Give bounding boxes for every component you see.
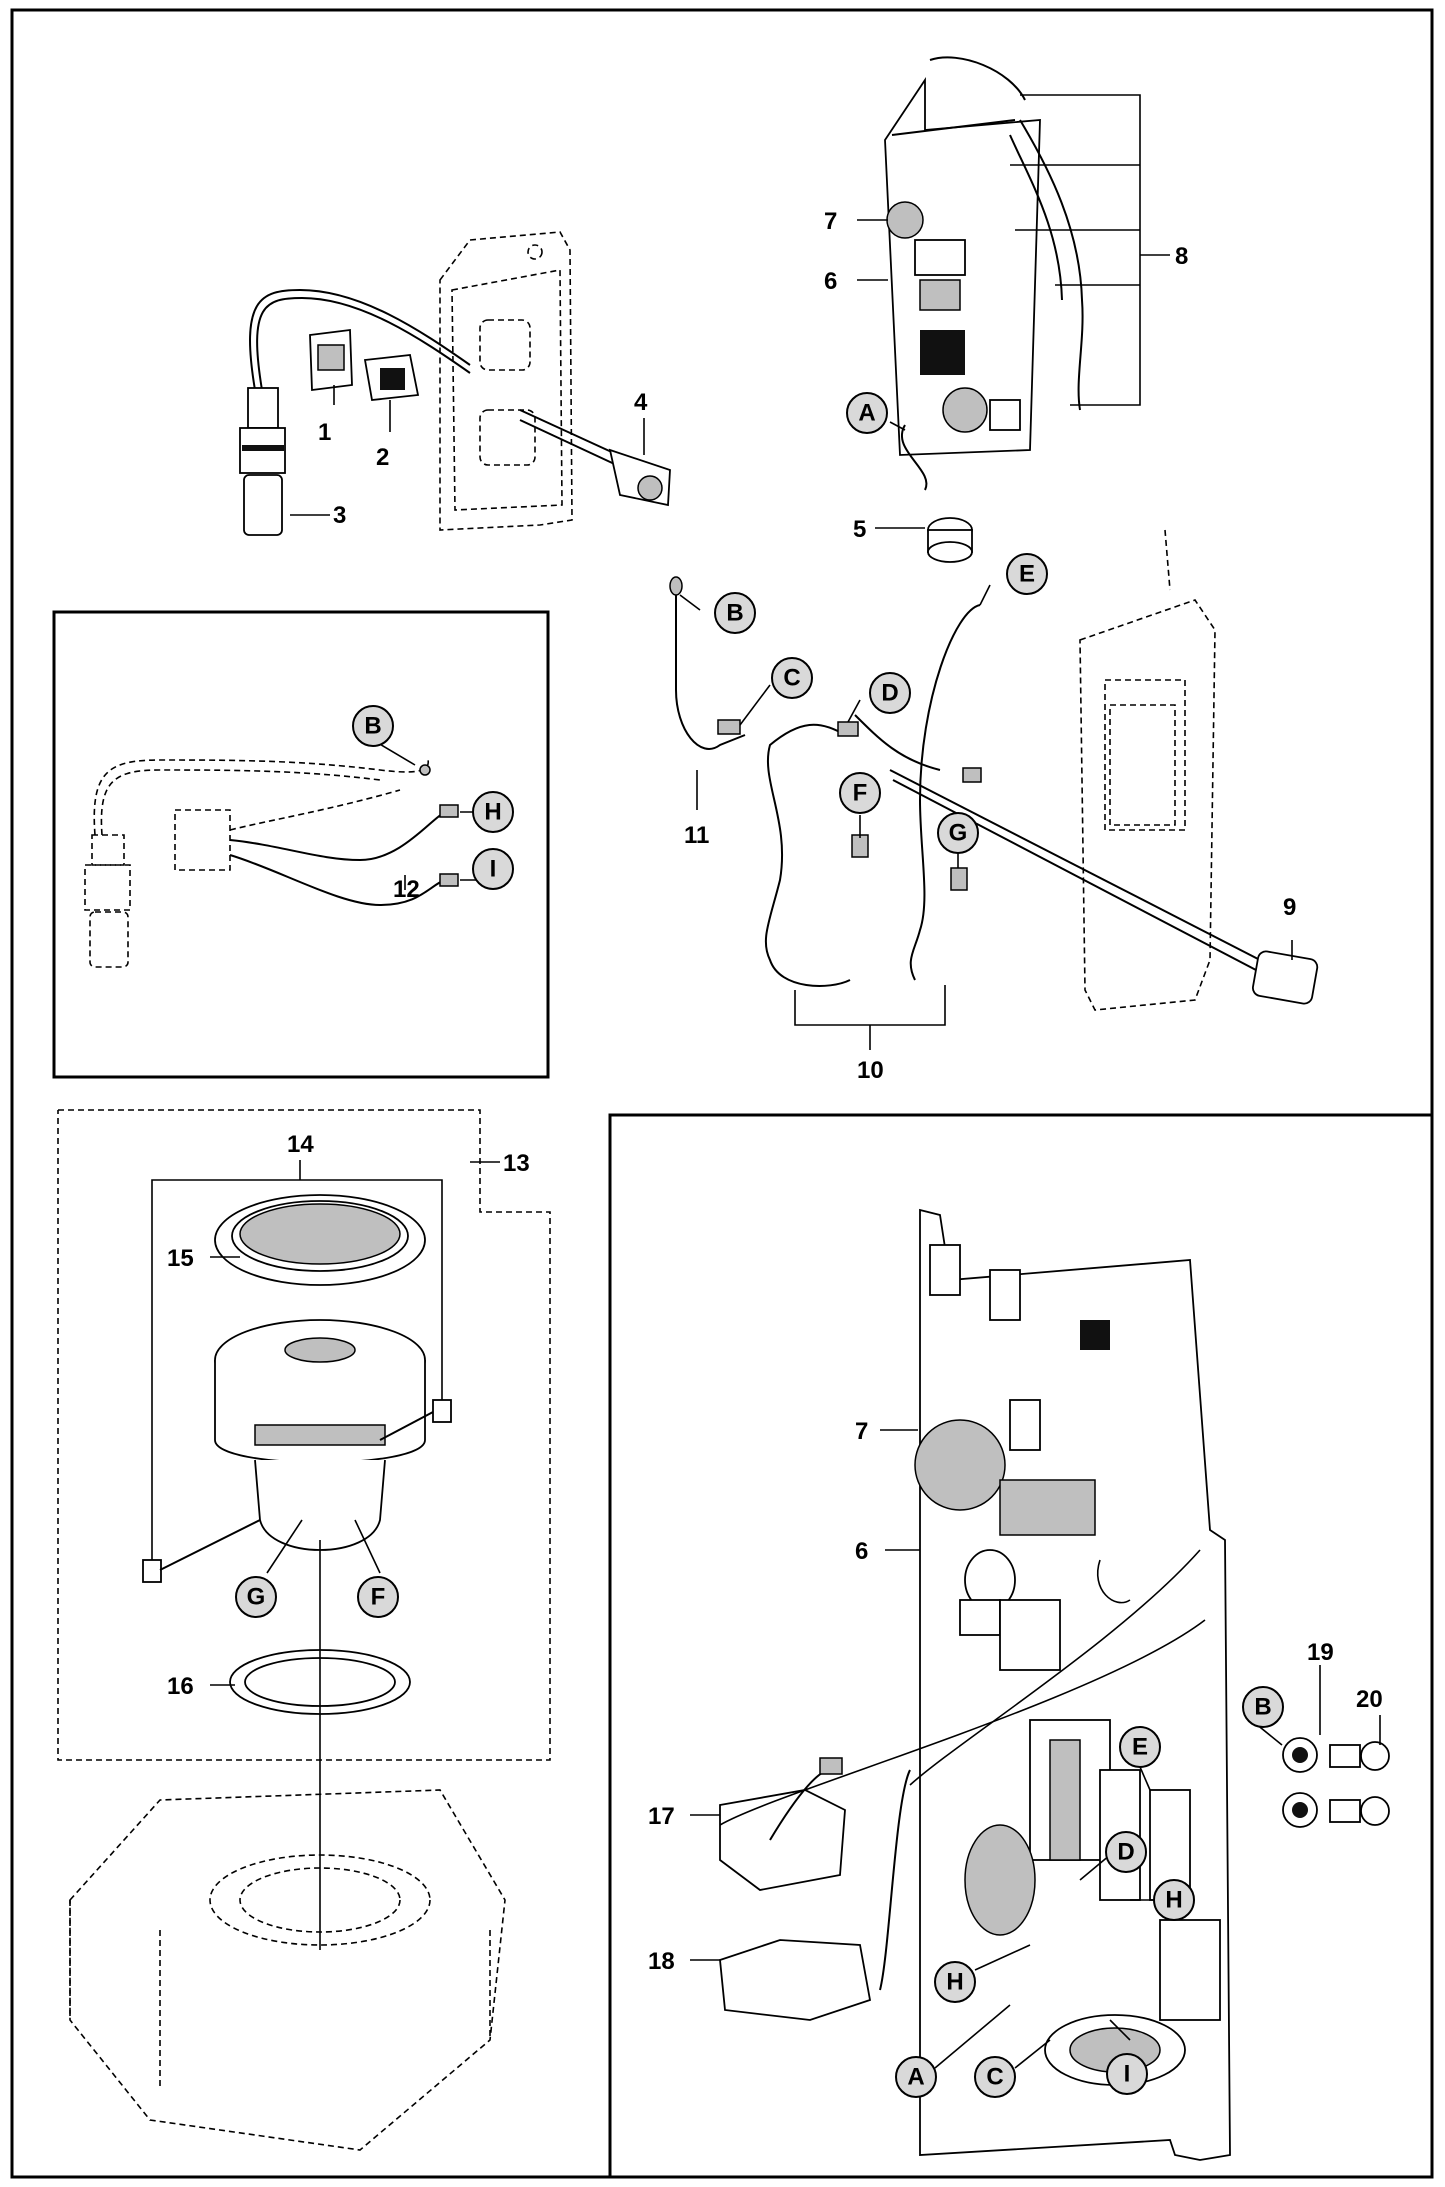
callout-a-top — [846, 392, 888, 434]
callout-i-controller-text: I — [1124, 2061, 1131, 2088]
callout-a-controller — [895, 2056, 937, 2098]
label-part-19: 19 — [1307, 1639, 1334, 1666]
inset-box-controller — [608, 1113, 1432, 2177]
callout-c-controller-text: C — [986, 2064, 1003, 2091]
label-part-20: 20 — [1356, 1686, 1383, 1713]
callout-f-motor — [357, 1576, 399, 1618]
callout-h-controller-left-text: H — [946, 1969, 963, 1996]
label-part-12: 12 — [393, 876, 420, 903]
label-part-15: 15 — [167, 1245, 194, 1272]
label-part-11: 11 — [684, 822, 709, 849]
callout-f-mid — [839, 772, 881, 814]
callout-b-mid — [714, 592, 756, 634]
callout-d-mid-text: D — [881, 680, 898, 707]
label-part-1: 1 — [318, 419, 331, 446]
callout-e-mid-text: E — [1019, 561, 1035, 588]
callout-a-top-text: A — [858, 400, 875, 427]
callout-g-motor-text: G — [247, 1584, 266, 1611]
callout-i-inset-text: I — [490, 856, 497, 883]
callout-h-controller-right-text: H — [1165, 1887, 1182, 1914]
callout-b-inset — [352, 705, 394, 747]
label-part-2: 2 — [376, 444, 389, 471]
label-part-4: 4 — [634, 389, 648, 416]
kit-outline-dashed — [57, 1109, 551, 1761]
inset-harness-12 — [84, 759, 459, 968]
label-part-8: 8 — [1175, 243, 1188, 270]
callout-c-controller — [974, 2056, 1016, 2098]
callout-e-controller-text: E — [1132, 1734, 1148, 1761]
callout-d-controller-text: D — [1117, 1839, 1134, 1866]
outer-frame — [10, 8, 1434, 2179]
label-part-18: 18 — [648, 1948, 675, 1975]
callout-a-controller-text: A — [907, 2064, 924, 2091]
callout-g-mid — [937, 812, 979, 854]
label-part-9: 9 — [1283, 894, 1296, 921]
label-part-16: 16 — [167, 1673, 194, 1700]
callout-h-inset-text: H — [484, 799, 501, 826]
callout-g-motor — [235, 1576, 277, 1618]
callout-e-mid — [1006, 553, 1048, 595]
callout-h-inset — [472, 791, 514, 833]
controller-panel — [719, 1208, 1390, 2161]
label-part-5: 5 — [853, 516, 866, 543]
callout-f-motor-text: F — [371, 1584, 386, 1611]
callout-h-controller-right — [1153, 1879, 1195, 1921]
callout-b-inset-text: B — [364, 713, 381, 740]
callout-b-controller — [1242, 1686, 1284, 1728]
callout-f-mid-text: F — [853, 780, 868, 807]
callout-e-controller — [1119, 1726, 1161, 1768]
callout-c-mid-text: C — [783, 665, 800, 692]
callout-d-controller — [1105, 1831, 1147, 1873]
callout-b-mid-text: B — [726, 600, 743, 627]
label-part-7: 7 — [824, 208, 837, 235]
callout-c-mid — [771, 657, 813, 699]
motor-kit-13 — [69, 1160, 506, 2151]
connector-callouts: A B C D E F G B H I G F B E D H H — [235, 392, 1284, 2098]
callout-h-controller-left — [934, 1961, 976, 2003]
label-part-10: 10 — [857, 1057, 884, 1084]
label-part-7-detail: 7 — [855, 1418, 868, 1445]
part-number-labels: 1 2 3 4 5 6 7 8 9 10 11 12 13 14 15 16 7… — [167, 208, 1383, 1975]
label-part-17: 17 — [648, 1803, 675, 1830]
label-part-6-detail: 6 — [855, 1538, 868, 1565]
label-part-14: 14 — [287, 1131, 314, 1158]
callout-g-mid-text: G — [949, 820, 968, 847]
callout-i-controller — [1106, 2053, 1148, 2095]
callout-i-inset — [472, 848, 514, 890]
inset-box-harness — [52, 610, 550, 1079]
callout-d-mid — [869, 672, 911, 714]
label-part-13: 13 — [503, 1150, 530, 1177]
top-left-assembly — [239, 231, 671, 536]
top-right-pcb — [884, 56, 1084, 563]
mid-right-assembly — [669, 529, 1319, 1050]
label-part-3: 3 — [333, 502, 346, 529]
callout-b-controller-text: B — [1254, 1694, 1271, 1721]
label-part-6: 6 — [824, 268, 837, 295]
